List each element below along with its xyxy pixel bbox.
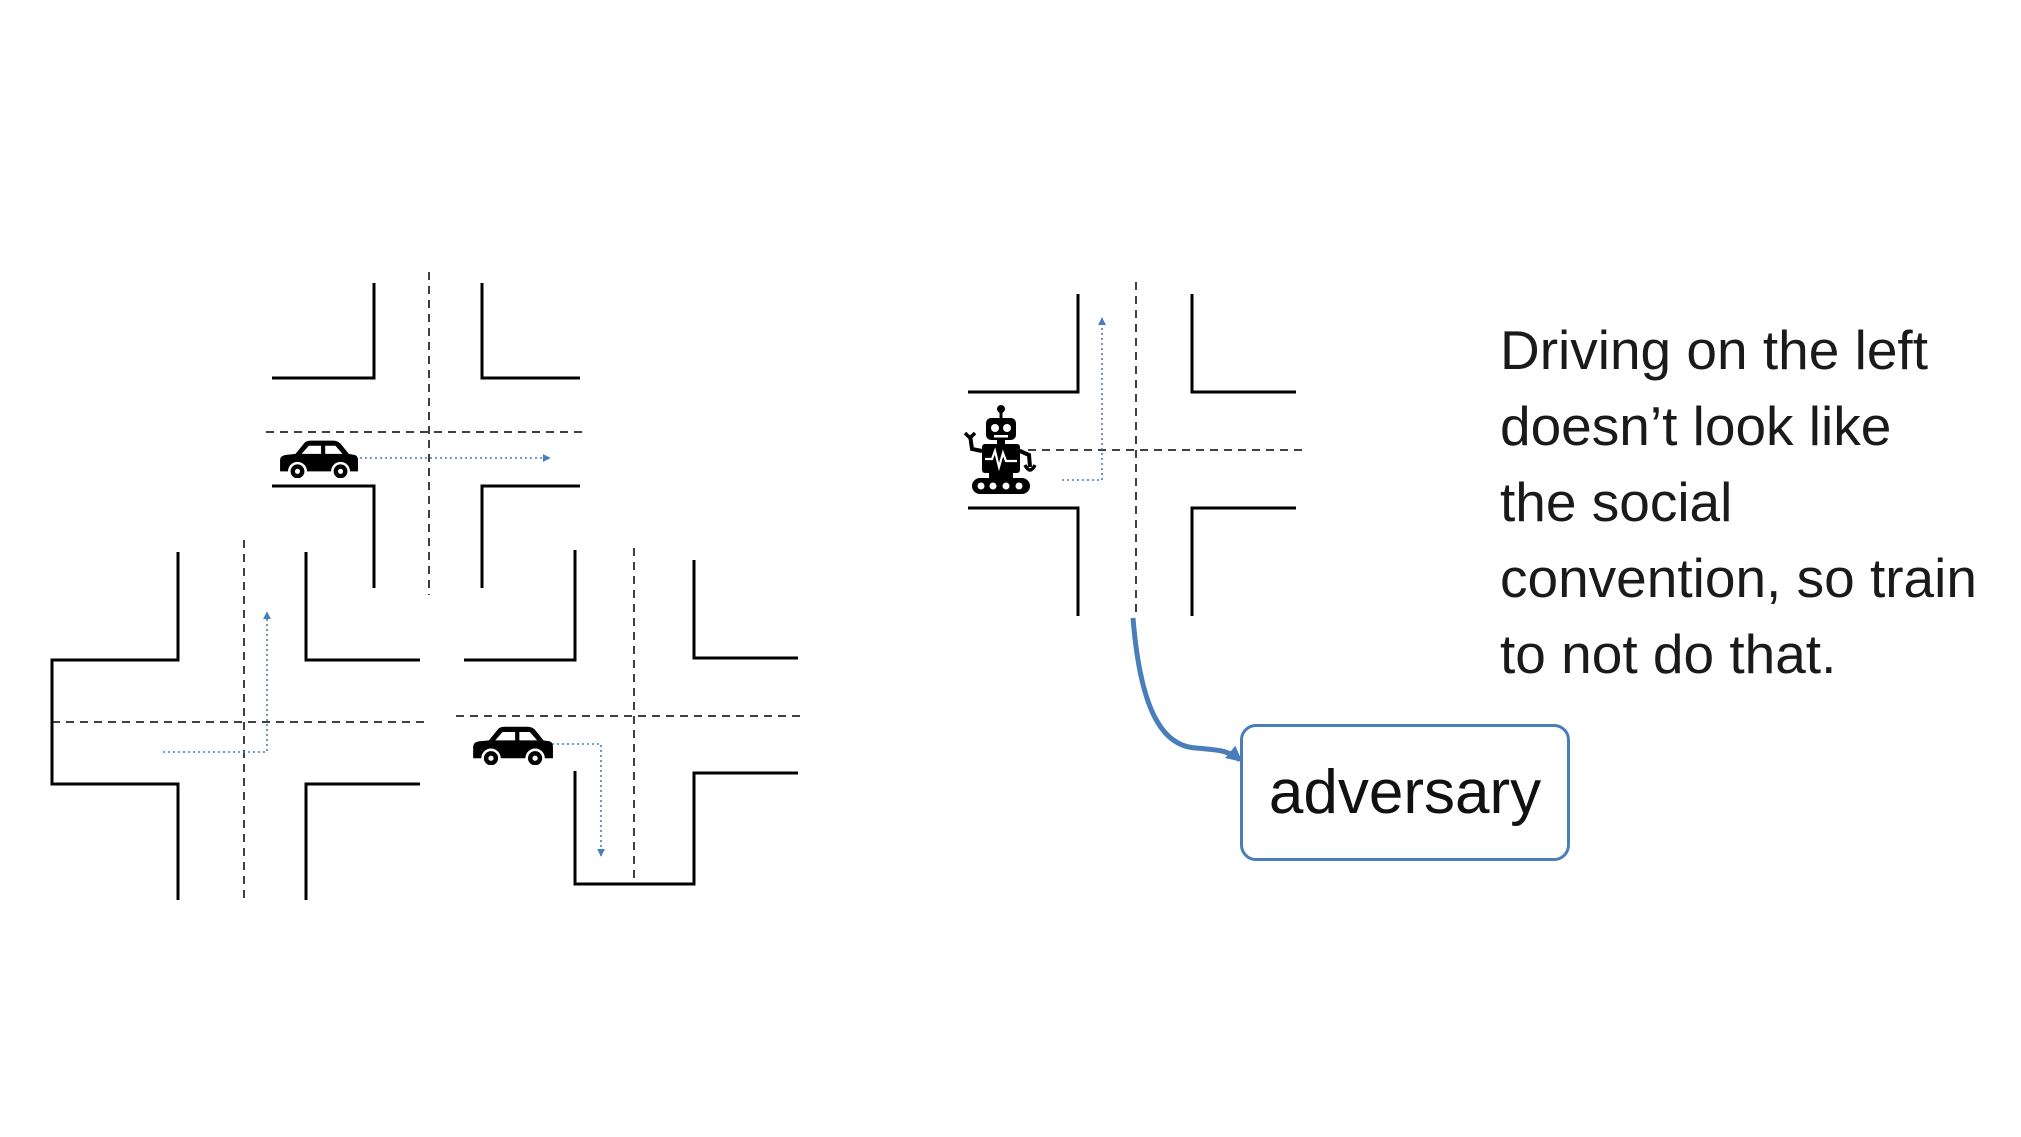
intersection-robot [963,282,1304,616]
robot-path-arrow [1062,317,1106,481]
car-icon [278,439,359,478]
caption-line: the social [1500,471,1733,533]
intersection-four-way-top [266,272,588,595]
intersection-left-turn [50,540,428,900]
adversary-arrow [1130,617,1243,763]
adversary-label: adversary [1268,758,1542,827]
caption-line: convention, so train [1500,547,1977,609]
right-turn-path-arrow [552,743,605,857]
car-icon [471,725,554,765]
adversary-box: adversary [1240,724,1570,861]
caption-line: Driving on the left [1500,319,1928,381]
intersection-right-turn [456,548,802,886]
caption-text: Driving on the left doesn’t look like th… [1500,312,2020,692]
caption-line: doesn’t look like [1500,395,1892,457]
caption-line: to not do that. [1500,623,1837,685]
robot-icon [963,405,1037,495]
